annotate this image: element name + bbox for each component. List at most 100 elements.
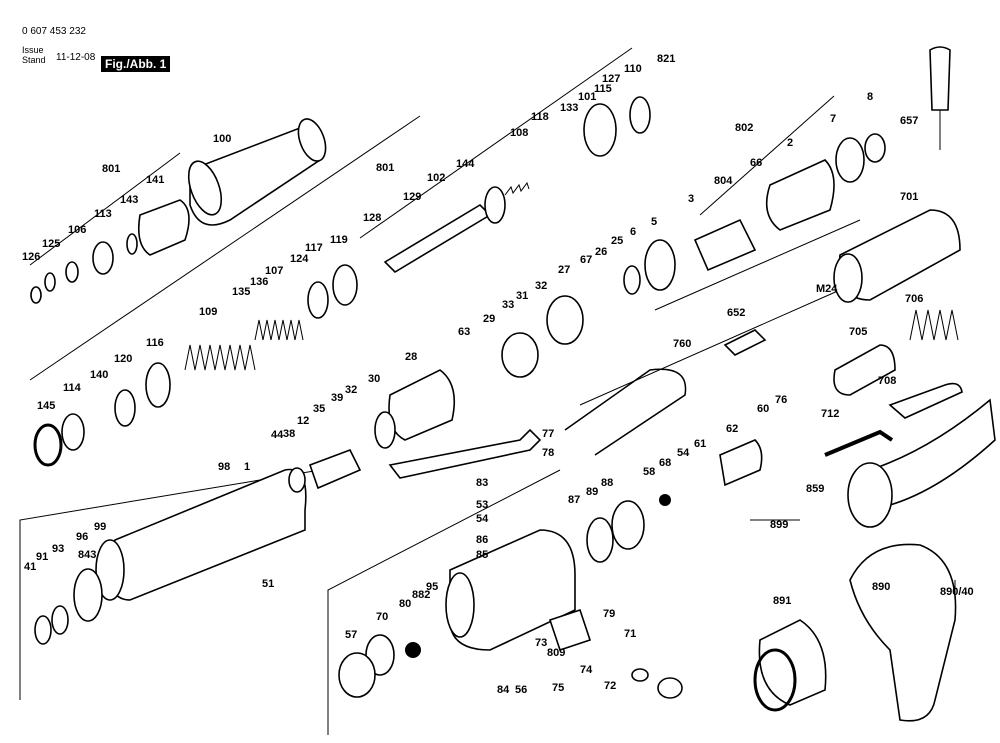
part-652-fitting bbox=[723, 329, 767, 356]
part-label: 54 bbox=[677, 447, 690, 459]
part-label: 70 bbox=[376, 611, 388, 623]
part-1-housing bbox=[95, 468, 307, 601]
part-120-gear bbox=[114, 389, 136, 427]
part-label: 93 bbox=[52, 543, 64, 555]
part-label: 51 bbox=[262, 578, 274, 590]
part-label: 83 bbox=[476, 477, 488, 489]
part-label: 60 bbox=[757, 403, 769, 415]
part-label: 760 bbox=[673, 338, 691, 350]
part-label: 804 bbox=[714, 175, 733, 187]
part-label: 113 bbox=[94, 208, 112, 220]
part-label: 801 bbox=[102, 163, 120, 175]
part-label: 28 bbox=[405, 351, 417, 363]
part-71-screw bbox=[631, 668, 683, 699]
part-label: 58 bbox=[643, 466, 655, 478]
part-760-bracket bbox=[564, 368, 687, 456]
part-label: 890/40 bbox=[940, 586, 974, 598]
part-label: 859 bbox=[806, 483, 824, 495]
part-label: 84 bbox=[497, 684, 510, 696]
part-108-spring bbox=[504, 181, 530, 196]
part-label: 6 bbox=[630, 226, 636, 238]
part-706-spring bbox=[909, 309, 959, 341]
part-label: 44 bbox=[271, 429, 284, 441]
part-145-oring bbox=[33, 423, 63, 467]
part-label: 77 bbox=[542, 428, 554, 440]
part-label: 71 bbox=[624, 628, 636, 640]
part-102-shaft bbox=[383, 186, 506, 274]
part-label: 80 bbox=[399, 598, 411, 610]
part-label: 31 bbox=[516, 290, 528, 302]
part-label: 802 bbox=[735, 122, 753, 134]
part-label: 145 bbox=[37, 400, 55, 412]
part-label: 890 bbox=[872, 581, 890, 593]
part-label: 2 bbox=[787, 137, 793, 149]
part-label: 61 bbox=[694, 438, 706, 450]
part-label: 53 bbox=[476, 499, 488, 511]
part-141-sleeve bbox=[137, 199, 190, 256]
part-70-ball bbox=[405, 642, 421, 658]
part-2-cylinder bbox=[765, 159, 835, 231]
part-label: 144 bbox=[456, 158, 475, 170]
part-label: 108 bbox=[510, 127, 528, 139]
part-77-lever bbox=[388, 428, 542, 479]
part-113-knurl bbox=[92, 241, 114, 275]
part-label: 98 bbox=[218, 461, 230, 473]
part-label: 78 bbox=[542, 447, 554, 459]
part-label: 27 bbox=[558, 264, 570, 276]
part-100-housing bbox=[187, 118, 327, 226]
part-label: 96 bbox=[76, 531, 88, 543]
part-valve-housing bbox=[445, 529, 576, 651]
part-label: 73 bbox=[535, 637, 547, 649]
part-101-coupling bbox=[583, 96, 651, 157]
part-899-hose bbox=[847, 398, 996, 528]
part-label: 114 bbox=[63, 382, 82, 394]
part-label: 125 bbox=[42, 238, 60, 250]
part-29-carrier bbox=[501, 332, 539, 378]
part-label: 1 bbox=[244, 461, 250, 473]
issue-label-en: Issue bbox=[22, 45, 44, 55]
part-label: 89 bbox=[586, 486, 598, 498]
part-116-ring bbox=[145, 362, 171, 408]
part-28-gear bbox=[374, 369, 456, 449]
part-label: 95 bbox=[426, 581, 438, 593]
part-label: 120 bbox=[114, 353, 132, 365]
part-label: 32 bbox=[535, 280, 547, 292]
part-label: 129 bbox=[403, 191, 421, 203]
part-label: 86 bbox=[476, 534, 488, 546]
part-27-disc bbox=[546, 295, 584, 345]
part-107-spring bbox=[254, 319, 304, 341]
part-label: 39 bbox=[331, 392, 343, 404]
part-label: 66 bbox=[750, 157, 762, 169]
part-890-handle bbox=[849, 543, 957, 722]
part-label: 12 bbox=[297, 415, 309, 427]
part-label: 115 bbox=[594, 83, 612, 95]
part-label: 821 bbox=[657, 53, 675, 65]
part-label: 5 bbox=[651, 216, 657, 228]
part-label: 72 bbox=[604, 680, 616, 692]
part-label: 140 bbox=[90, 369, 108, 381]
part-label: 63 bbox=[458, 326, 470, 338]
part-label: 106 bbox=[68, 224, 86, 236]
part-label: 117 bbox=[305, 242, 323, 254]
part-705-bushing bbox=[833, 344, 896, 396]
part-label: 652 bbox=[727, 307, 745, 319]
part-label: 79 bbox=[603, 608, 615, 620]
part-88-body bbox=[586, 500, 645, 563]
part-label: 843 bbox=[78, 549, 96, 561]
part-708-wrench bbox=[888, 382, 963, 419]
part-label: 7 bbox=[830, 113, 836, 125]
part-label: 68 bbox=[659, 457, 671, 469]
part-51-plate bbox=[338, 652, 376, 698]
part-label: 88 bbox=[601, 477, 613, 489]
part-891-cap bbox=[753, 619, 827, 712]
part-label: 126 bbox=[22, 251, 40, 263]
part-label: 801 bbox=[376, 162, 394, 174]
part-712-hexkey bbox=[824, 429, 894, 457]
part-label: 35 bbox=[313, 403, 325, 415]
part-label: 74 bbox=[580, 664, 593, 676]
part-label: 33 bbox=[502, 299, 514, 311]
part-3-rotor bbox=[693, 218, 757, 272]
part-label: 54 bbox=[476, 513, 489, 525]
part-7-endplate bbox=[835, 133, 886, 183]
